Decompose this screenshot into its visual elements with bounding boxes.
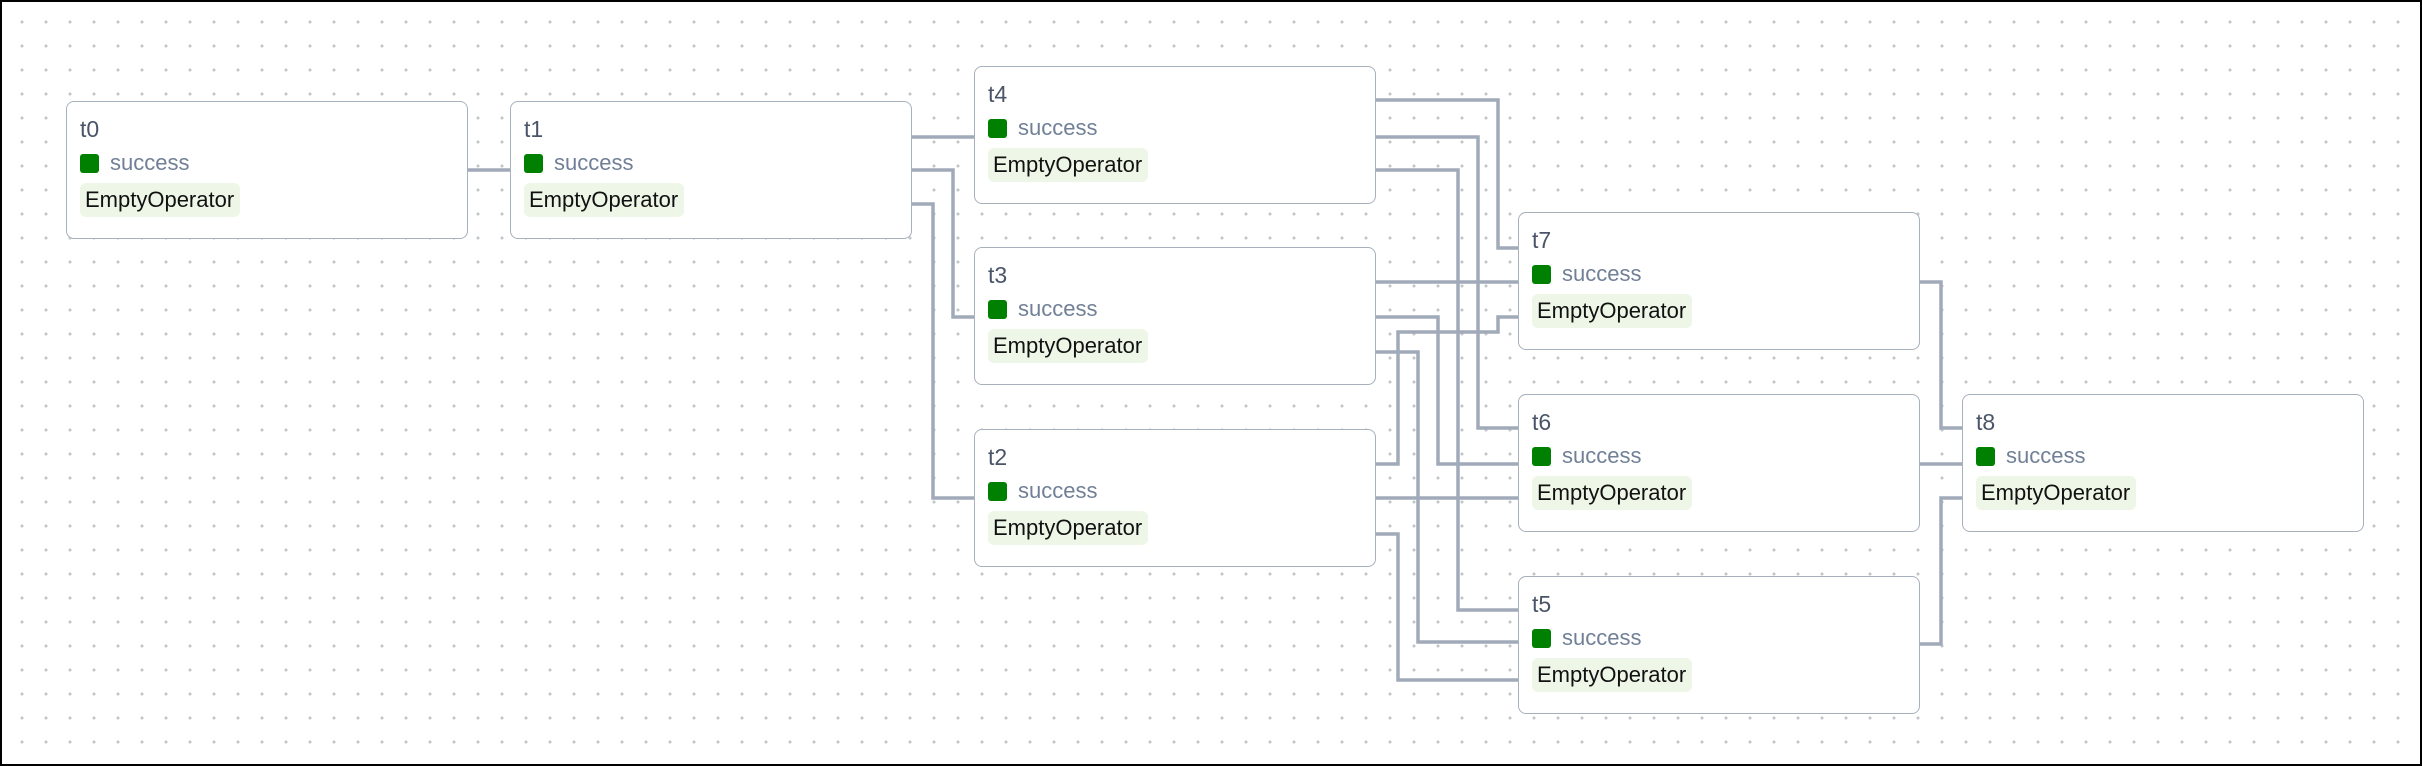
edge-t2-t5 bbox=[1375, 532, 1518, 682]
success-status-icon bbox=[1976, 446, 1995, 466]
task-status-label: success bbox=[1018, 478, 1098, 503]
operator-badge: EmptyOperator bbox=[1532, 658, 1693, 692]
operator-badge: EmptyOperator bbox=[80, 183, 241, 217]
task-node-t4[interactable]: t4 success EmptyOperator bbox=[974, 66, 1376, 204]
edge-t4-t7 bbox=[1375, 98, 1518, 250]
task-status-label: success bbox=[554, 150, 634, 175]
edge-t1-t3 bbox=[912, 168, 974, 319]
task-id: t4 bbox=[988, 81, 1008, 107]
success-status-icon bbox=[80, 153, 99, 173]
task-status: success bbox=[1976, 445, 2085, 467]
task-status: success bbox=[988, 298, 1097, 320]
task-status: success bbox=[80, 152, 189, 174]
task-status-label: success bbox=[1562, 261, 1642, 286]
success-status-icon bbox=[988, 481, 1007, 501]
task-status-label: success bbox=[110, 150, 190, 175]
task-id: t7 bbox=[1532, 227, 1552, 253]
task-status: success bbox=[1532, 263, 1641, 285]
task-node-t5[interactable]: t5 success EmptyOperator bbox=[1518, 576, 1920, 714]
task-node-t0[interactable]: t0 success EmptyOperator bbox=[66, 101, 468, 239]
operator-badge: EmptyOperator bbox=[524, 183, 685, 217]
edge-t2-t7 bbox=[1375, 315, 1518, 466]
operator-badge: EmptyOperator bbox=[988, 511, 1149, 545]
task-id: t1 bbox=[524, 116, 544, 142]
task-node-t3[interactable]: t3 success EmptyOperator bbox=[974, 247, 1376, 385]
task-node-t1[interactable]: t1 success EmptyOperator bbox=[510, 101, 912, 239]
edge-t3-t6 bbox=[1375, 315, 1518, 466]
task-id: t8 bbox=[1976, 409, 1996, 435]
task-status: success bbox=[1532, 627, 1641, 649]
success-status-icon bbox=[524, 153, 543, 173]
task-status: success bbox=[988, 117, 1097, 139]
operator-badge: EmptyOperator bbox=[988, 148, 1149, 182]
task-status-label: success bbox=[1018, 296, 1098, 321]
edge-t1-t2 bbox=[912, 202, 974, 500]
edge-t5-t8 bbox=[1920, 496, 1962, 646]
task-id: t2 bbox=[988, 444, 1008, 470]
task-id: t0 bbox=[80, 116, 100, 142]
success-status-icon bbox=[1532, 446, 1551, 466]
success-status-icon bbox=[1532, 264, 1551, 284]
edge-t7-t8 bbox=[1920, 280, 1962, 430]
edge-t4-t5 bbox=[1375, 168, 1518, 612]
task-node-t2[interactable]: t2 success EmptyOperator bbox=[974, 429, 1376, 567]
operator-badge: EmptyOperator bbox=[988, 329, 1149, 363]
operator-badge: EmptyOperator bbox=[1976, 476, 2137, 510]
task-node-t8[interactable]: t8 success EmptyOperator bbox=[1962, 394, 2364, 532]
task-id: t5 bbox=[1532, 591, 1552, 617]
success-status-icon bbox=[988, 299, 1007, 319]
task-status: success bbox=[1532, 445, 1641, 467]
success-status-icon bbox=[1532, 628, 1551, 648]
task-id: t3 bbox=[988, 262, 1008, 288]
operator-badge: EmptyOperator bbox=[1532, 294, 1693, 328]
task-id: t6 bbox=[1532, 409, 1552, 435]
task-node-t7[interactable]: t7 success EmptyOperator bbox=[1518, 212, 1920, 350]
task-status-label: success bbox=[1562, 443, 1642, 468]
task-status-label: success bbox=[1018, 115, 1098, 140]
task-status: success bbox=[988, 480, 1097, 502]
task-status-label: success bbox=[2006, 443, 2086, 468]
task-status-label: success bbox=[1562, 625, 1642, 650]
task-node-t6[interactable]: t6 success EmptyOperator bbox=[1518, 394, 1920, 532]
task-status: success bbox=[524, 152, 633, 174]
success-status-icon bbox=[988, 118, 1007, 138]
operator-badge: EmptyOperator bbox=[1532, 476, 1693, 510]
